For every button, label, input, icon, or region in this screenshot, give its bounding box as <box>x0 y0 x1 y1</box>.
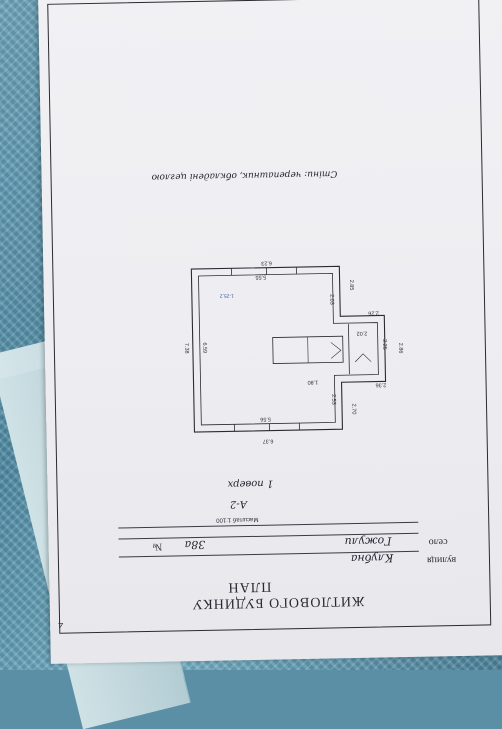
dim-right-upper: 2.85 <box>347 279 355 291</box>
dim-step-inner: 2.02 <box>356 329 368 336</box>
dim-right-inner-lower: 2.53 <box>330 393 337 405</box>
village-value: Гожули <box>344 534 392 549</box>
dim-step-bottom: 2.36 <box>375 381 387 388</box>
village-label: село <box>428 536 448 548</box>
dim-step-side: 2.86 <box>397 342 404 354</box>
dim-bottom-inner: 5.56 <box>260 415 272 422</box>
document-title-line2: ЖИТЛОВОГО БУДИНКУ <box>191 592 365 612</box>
document-title-line1: ПЛАН <box>227 578 272 595</box>
floor-label: 1 поверх <box>227 477 274 490</box>
letter-label: А-2 <box>229 498 248 510</box>
house-number-value: 38а <box>184 537 206 552</box>
dim-corridor: 1.80 <box>307 378 319 385</box>
dim-bottom-outer: 6.37 <box>262 437 274 444</box>
dim-right-lower: 2.70 <box>350 403 357 415</box>
scale-label: Масштаб 1:100 <box>216 515 259 523</box>
dim-top-outer: 6.23 <box>261 259 273 266</box>
document-page: ПЛАН ЖИТЛОВОГО БУДИНКУ вулиця Клубна сел… <box>38 0 502 664</box>
dim-right-inner-upper: 2.03 <box>328 294 335 305</box>
dim-left-outer: 7.38 <box>183 342 190 354</box>
dim-step-top: 2.26 <box>368 309 379 316</box>
room-label: 1-25,2 <box>219 292 234 298</box>
page-number: 4 <box>58 619 64 630</box>
dim-left-inner: 6.59 <box>201 342 208 354</box>
floor-plan: 1-25,2 <box>190 265 387 433</box>
street-label: вулиця <box>426 554 457 566</box>
dim-step-inner-side: 2.25 <box>381 339 388 350</box>
dim-top-inner: 5.55 <box>255 273 267 280</box>
house-number-label: № <box>152 540 163 552</box>
street-value: Клубна <box>350 551 394 566</box>
